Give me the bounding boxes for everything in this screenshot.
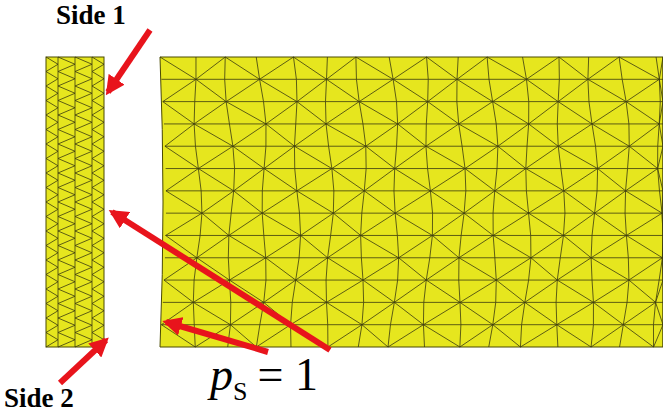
equation-value: = 1 bbox=[257, 349, 317, 400]
disc-mesh bbox=[46, 57, 104, 347]
cylinder-body bbox=[160, 57, 663, 347]
subscript: S bbox=[233, 377, 247, 406]
symbol-p: p bbox=[210, 349, 233, 400]
disc-body bbox=[46, 57, 104, 347]
pressure-label: pS= 1 bbox=[210, 352, 318, 398]
cylinder-mesh bbox=[160, 57, 663, 347]
side-label: Side 1 bbox=[56, 2, 126, 29]
pointer-arrows bbox=[60, 30, 330, 383]
side-label: Side 2 bbox=[4, 385, 74, 412]
